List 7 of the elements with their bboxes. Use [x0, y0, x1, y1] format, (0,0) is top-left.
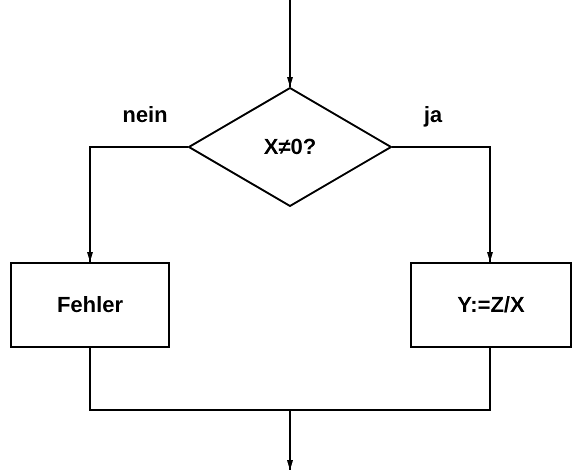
- arrow: [287, 348, 491, 470]
- arrow: [87, 146, 188, 262]
- arrow: [392, 146, 493, 262]
- decision-diamond: X≠0?: [188, 87, 392, 207]
- process-box: Fehler: [10, 262, 170, 348]
- process-box: Y:=Z/X: [410, 262, 572, 348]
- arrow: [287, 0, 293, 87]
